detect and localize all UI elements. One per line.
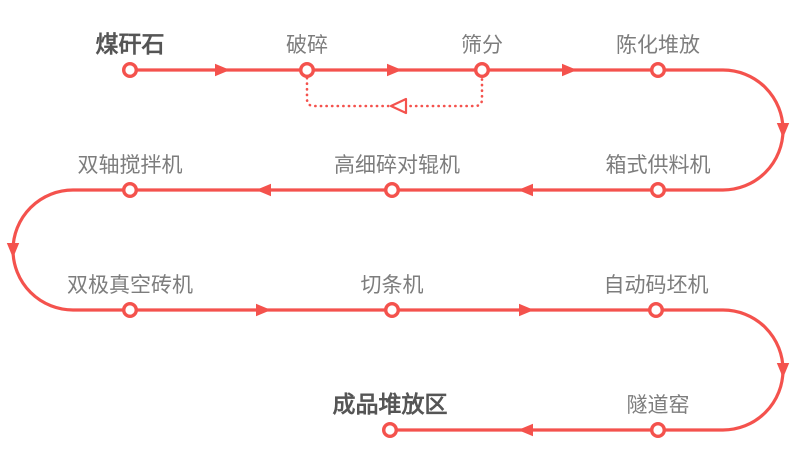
stage-label-twin-shaft-mixer: 双轴搅拌机 <box>78 154 183 177</box>
arrow-down-icon <box>776 363 790 378</box>
arrow-right-icon <box>256 303 271 317</box>
flow-nodes <box>121 62 667 439</box>
arrow-down-icon <box>776 123 790 138</box>
arrow-right-icon <box>562 63 577 77</box>
arrow-left-icon <box>518 423 533 437</box>
node-aging-stockpile <box>650 62 667 79</box>
node-fine-roller-crusher <box>384 181 401 198</box>
stage-label-finished-product-area: 成品堆放区 <box>333 391 448 417</box>
feedback-dotted-path <box>305 76 484 108</box>
stage-label-screening: 筛分 <box>461 34 503 57</box>
node-tunnel-kiln <box>650 422 667 439</box>
arrow-left-icon <box>518 183 533 197</box>
stage-label-auto-stacker: 自动码坯机 <box>604 274 709 297</box>
node-vacuum-brick-machine <box>121 302 138 319</box>
node-coal-gangue <box>121 62 138 79</box>
node-finished-product-area <box>382 422 399 439</box>
stage-label-box-feeder: 箱式供料机 <box>606 154 711 177</box>
node-twin-shaft-mixer <box>121 181 138 198</box>
stage-label-aging-stockpile: 陈化堆放 <box>616 34 700 57</box>
arrow-right-icon <box>215 63 230 77</box>
node-auto-stacker <box>648 302 665 319</box>
stage-label-tunnel-kiln: 隧道窑 <box>627 394 690 417</box>
arrow-right-icon <box>387 63 402 77</box>
node-strip-cutter <box>384 302 401 319</box>
feedback-open-arrow-icon <box>389 97 408 115</box>
arrow-left-icon <box>256 183 271 197</box>
node-crushing <box>299 62 316 79</box>
arrow-right-icon <box>519 303 534 317</box>
flow-path <box>11 68 785 432</box>
node-screening <box>474 62 491 79</box>
stage-label-crushing: 破碎 <box>286 34 328 57</box>
flow-arrowheads <box>6 63 790 437</box>
node-box-feeder <box>650 181 667 198</box>
stage-label-vacuum-brick-machine: 双极真空砖机 <box>67 274 193 297</box>
stage-label-fine-roller-crusher: 高细碎对辊机 <box>334 154 460 177</box>
stage-label-strip-cutter: 切条机 <box>361 274 424 297</box>
arrow-down-icon <box>6 243 20 258</box>
stage-label-coal-gangue: 煤矸石 <box>96 31 165 57</box>
flow-labels: 煤矸石 破碎 筛分 陈化堆放 箱式供料机 高细碎对辊机 双轴搅拌机 双极真空砖机… <box>67 31 711 417</box>
